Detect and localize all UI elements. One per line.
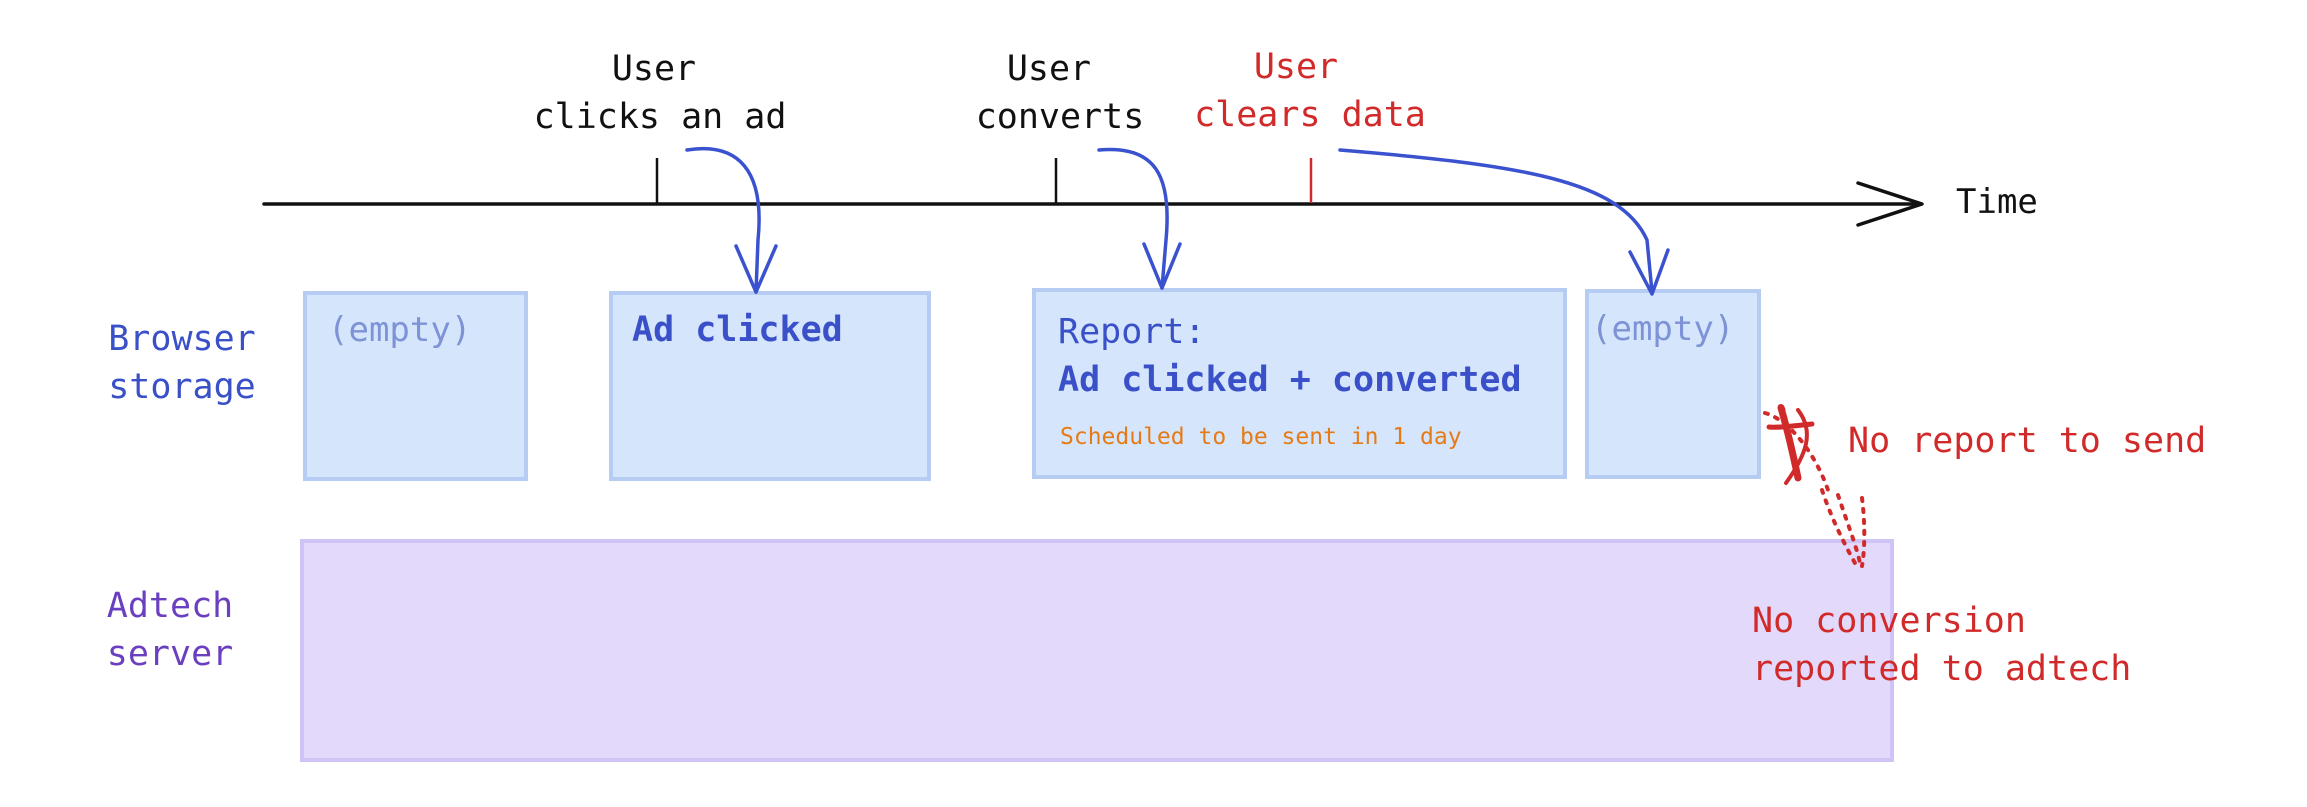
no-conversion-annotation: No conversion reported to adtech	[1752, 601, 2131, 689]
row-label-browser-storage: Browser storage	[108, 319, 256, 407]
report-content: Ad clicked + converted	[1058, 360, 1522, 400]
timeline-axis: Time	[262, 181, 2038, 227]
row-label-adtech-server: Adtech server	[107, 586, 233, 674]
time-axis-label: Time	[1956, 182, 2038, 222]
storage-box-text: (empty)	[328, 310, 471, 350]
storage-box-ad-clicked: Ad clicked	[609, 291, 931, 481]
row-label-line2: storage	[108, 367, 256, 407]
event-label-line1: User	[1254, 47, 1338, 87]
arrow-convert-to-report-icon	[1097, 147, 1169, 290]
no-report-annotation: No report to send	[1848, 421, 2206, 461]
storage-box-empty-last: (empty)	[1585, 289, 1761, 479]
no-conversion-line1: No conversion	[1752, 601, 2026, 641]
event-ticks	[655, 158, 1313, 203]
arrow-clear-to-storage-icon	[1338, 148, 1654, 294]
row-label-line1: Browser	[108, 319, 256, 359]
arrow-click-to-storage-head-icon	[734, 244, 778, 294]
event-label-clears-data: User clears data	[1194, 47, 1426, 135]
event-label-line2: clicks an ad	[534, 97, 787, 137]
adtech-server-box	[300, 539, 1894, 762]
flow-arrows	[685, 147, 1670, 296]
event-label-clicks-ad: User clicks an ad	[534, 49, 787, 137]
event-label-line2: clears data	[1194, 95, 1426, 135]
event-label-line2: converts	[976, 97, 1145, 137]
event-label-line1: User	[612, 49, 696, 89]
report-schedule-note: Scheduled to be sent in 1 day	[1060, 424, 1462, 450]
timeline-arrowhead-icon	[1856, 181, 1924, 227]
arrow-clear-to-storage-head-icon	[1628, 248, 1670, 296]
storage-box-text: (empty)	[1591, 309, 1734, 349]
dotted-trail-icon	[1763, 411, 1867, 568]
event-label-converts: User converts	[976, 49, 1145, 137]
arrow-click-to-storage-icon	[685, 147, 761, 294]
event-label-line1: User	[1007, 49, 1091, 89]
no-conversion-line2: reported to adtech	[1752, 649, 2131, 689]
storage-box-text: Ad clicked	[632, 310, 843, 350]
report-title: Report:	[1058, 312, 1206, 352]
storage-box-report: Report: Ad clicked + converted Scheduled…	[1032, 288, 1567, 479]
row-label-line2: server	[107, 634, 233, 674]
storage-box-empty-first: (empty)	[303, 291, 528, 481]
row-label-line1: Adtech	[107, 586, 233, 626]
arrow-convert-to-report-head-icon	[1142, 242, 1182, 290]
